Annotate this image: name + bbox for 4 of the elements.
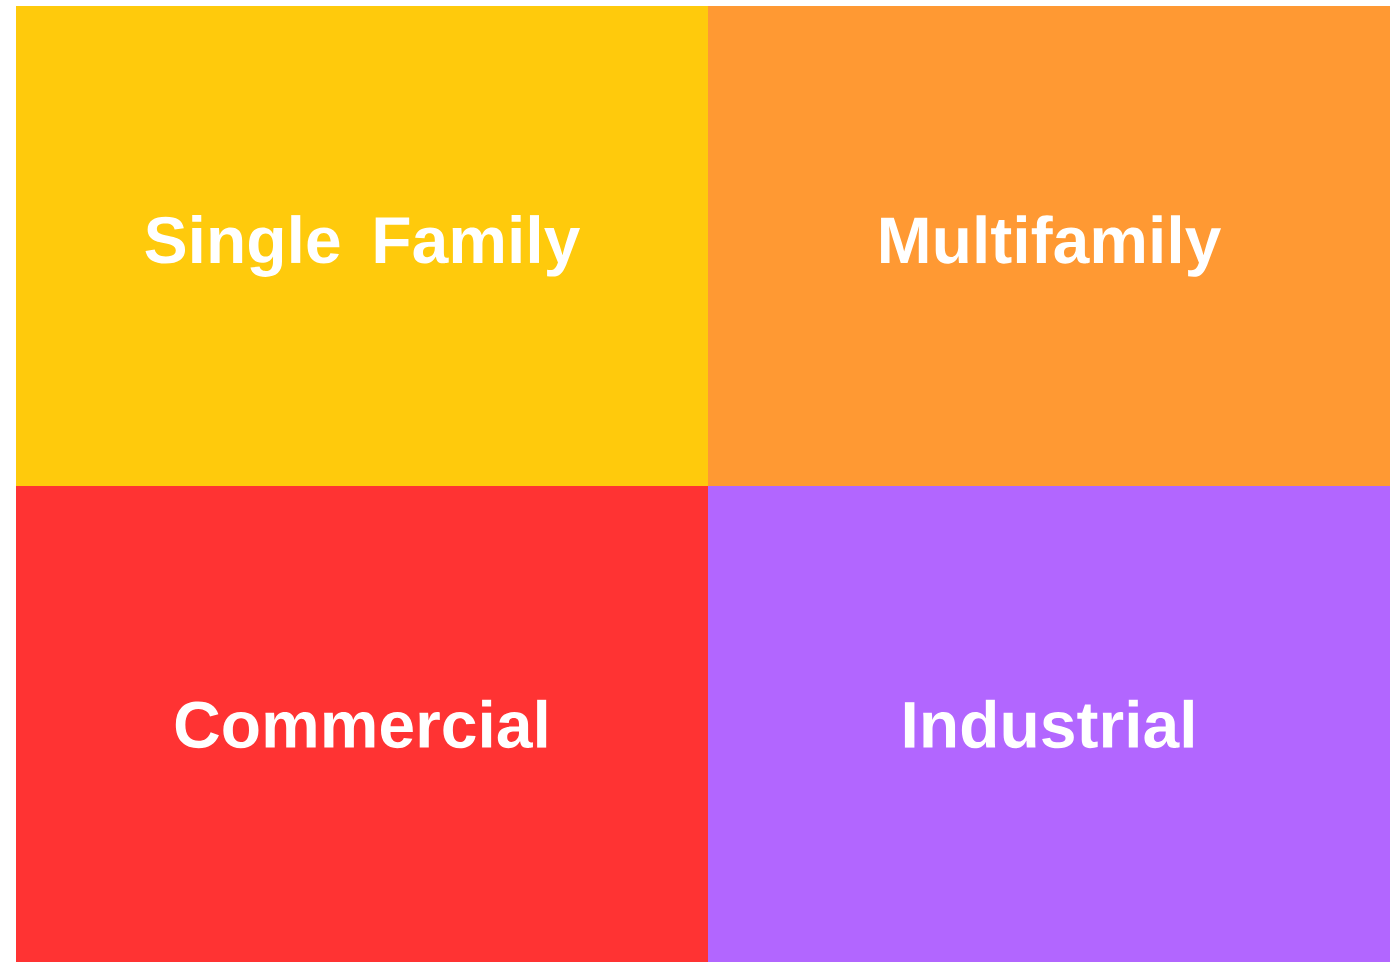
category-box: Multifamily [708, 6, 1390, 486]
category-box: Industrial [708, 486, 1390, 962]
category-box: Single Family [16, 6, 708, 486]
category-box: Commercial [16, 486, 708, 962]
